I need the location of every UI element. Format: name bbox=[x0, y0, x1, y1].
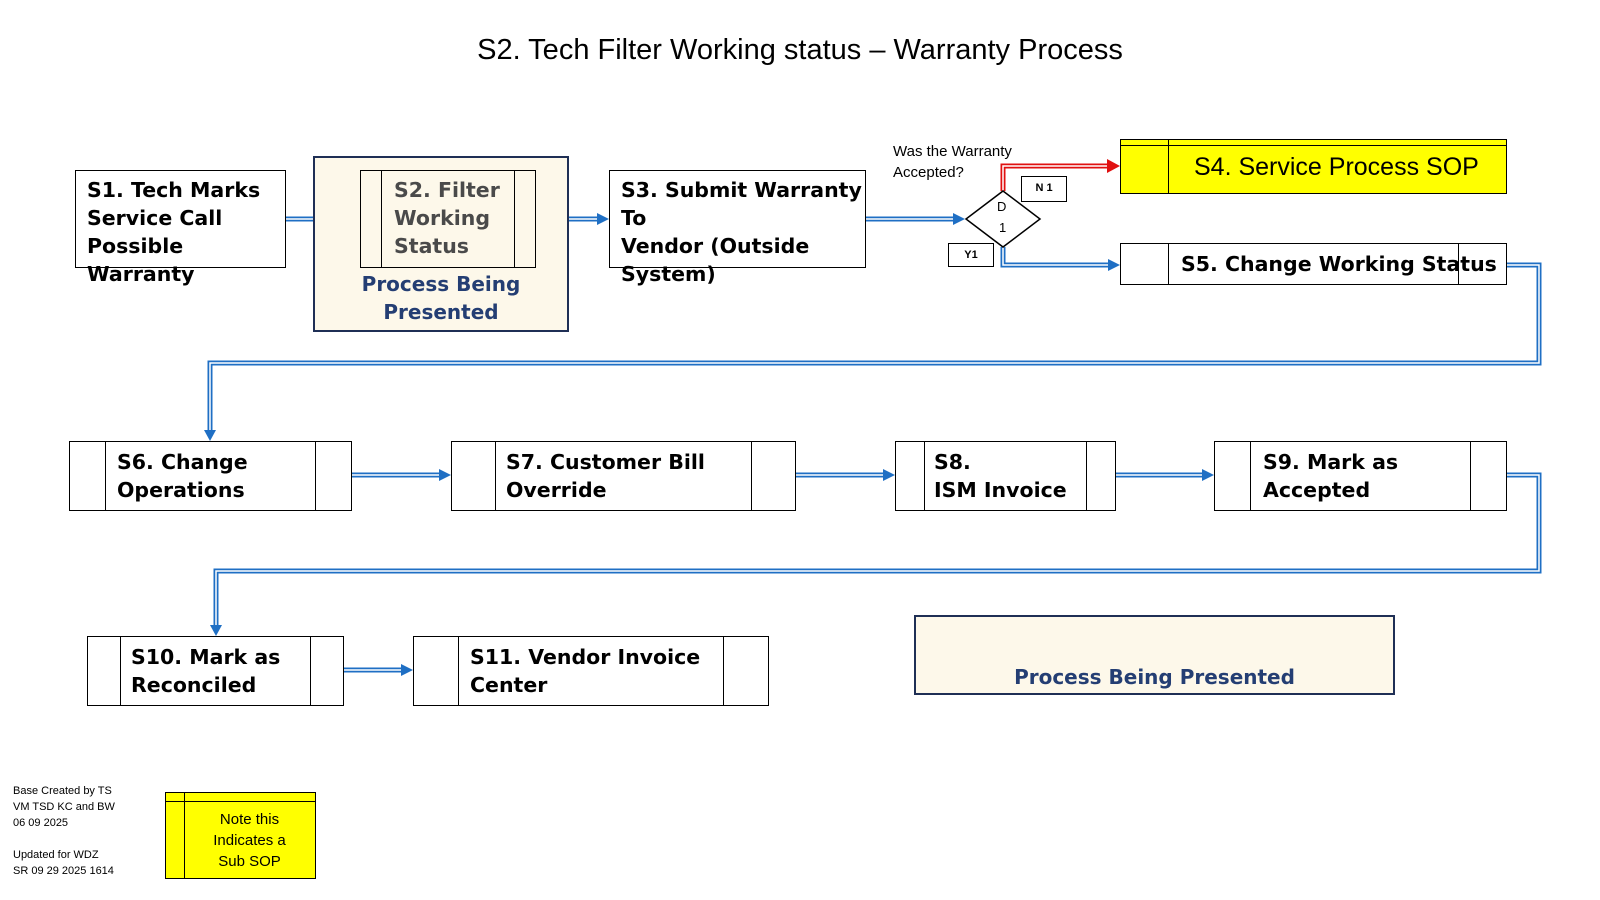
legend-process-label: Process Being Presented bbox=[1014, 665, 1295, 689]
step-s7-label: S7. Customer Bill Override bbox=[506, 450, 705, 502]
step-s11-box[interactable]: S11. Vendor Invoice Center bbox=[413, 636, 769, 706]
step-s1-label: S1. Tech Marks Service Call Possible War… bbox=[87, 178, 261, 286]
step-s11-inner-band bbox=[458, 637, 724, 705]
step-s8-inner-band bbox=[924, 442, 1087, 510]
step-s2-inner-band bbox=[381, 171, 515, 267]
connector-s7-s8 bbox=[796, 469, 895, 481]
step-s9-box[interactable]: S9. Mark as Accepted bbox=[1214, 441, 1507, 511]
step-s5-box[interactable]: S5. Change Working Status bbox=[1120, 243, 1507, 285]
step-s9-label: S9. Mark as Accepted bbox=[1263, 450, 1399, 502]
step-s4-box[interactable]: S4. Service Process SOP bbox=[1120, 139, 1507, 194]
step-s8-box[interactable]: S8. ISM Invoice bbox=[895, 441, 1116, 511]
legend-sub-sop-label: Note this Indicates a Sub SOP bbox=[213, 811, 286, 870]
decision-label-top: D bbox=[997, 199, 1007, 214]
page-title: S2. Tech Filter Working status – Warrant… bbox=[477, 34, 1123, 66]
connector-s8-s9 bbox=[1116, 469, 1214, 481]
step-s9-inner-band bbox=[1250, 442, 1471, 510]
legend-sub-sop-box: Note this Indicates a Sub SOP bbox=[165, 792, 316, 879]
connector-s6-s7 bbox=[352, 469, 451, 481]
step-s10-box[interactable]: S10. Mark as Reconciled bbox=[87, 636, 344, 706]
connector-s3-decision bbox=[866, 213, 965, 225]
step-s7-inner-band bbox=[495, 442, 752, 510]
step-s11-label: S11. Vendor Invoice Center bbox=[470, 645, 701, 697]
step-s4-left-band bbox=[1168, 140, 1169, 193]
legend-process-panel: Process Being Presented bbox=[914, 615, 1395, 695]
yes-branch-tag: Y1 bbox=[948, 243, 994, 267]
step-s1-box[interactable]: S1. Tech Marks Service Call Possible War… bbox=[75, 170, 286, 286]
step-s7-box[interactable]: S7. Customer Bill Override bbox=[451, 441, 796, 511]
step-s2-label: S2. Filter Working Status bbox=[394, 178, 500, 258]
step-s4-label: S4. Service Process SOP bbox=[1194, 153, 1479, 181]
no-branch-tag: N 1 bbox=[1021, 176, 1067, 202]
legend-sub-sop-left-band bbox=[184, 793, 185, 878]
step-s10-label: S10. Mark as Reconciled bbox=[131, 645, 281, 697]
connector-decision-s5-yes bbox=[1000, 247, 1120, 271]
step-s3-box[interactable]: S3. Submit Warranty To Vendor (Outside S… bbox=[609, 170, 866, 286]
step-s5-label: S5. Change Working Status bbox=[1181, 252, 1497, 276]
decision-label-bottom: 1 bbox=[999, 220, 1007, 235]
step-s2-box[interactable]: S2. Filter Working Status bbox=[360, 170, 536, 268]
step-s3-label: S3. Submit Warranty To Vendor (Outside S… bbox=[621, 178, 862, 286]
decision-question: Was the Warranty Accepted? bbox=[893, 143, 1012, 181]
connector-s10-s11 bbox=[344, 664, 413, 676]
step-s6-box[interactable]: S6. Change Operations bbox=[69, 441, 352, 511]
step-s4-top-band bbox=[1121, 145, 1506, 146]
step-s8-label: S8. ISM Invoice bbox=[934, 450, 1067, 502]
footnote-credits: Base Created by TS VM TSD KC and BW 06 0… bbox=[13, 785, 115, 877]
legend-sub-sop-top-band bbox=[166, 801, 315, 802]
process-being-presented-caption: Process Being Presented bbox=[361, 272, 521, 324]
step-s10-inner-band bbox=[120, 637, 311, 705]
step-s6-label: S6. Change Operations bbox=[117, 450, 248, 502]
step-s6-inner-band bbox=[105, 442, 316, 510]
step-s5-inner-band bbox=[1168, 244, 1459, 284]
